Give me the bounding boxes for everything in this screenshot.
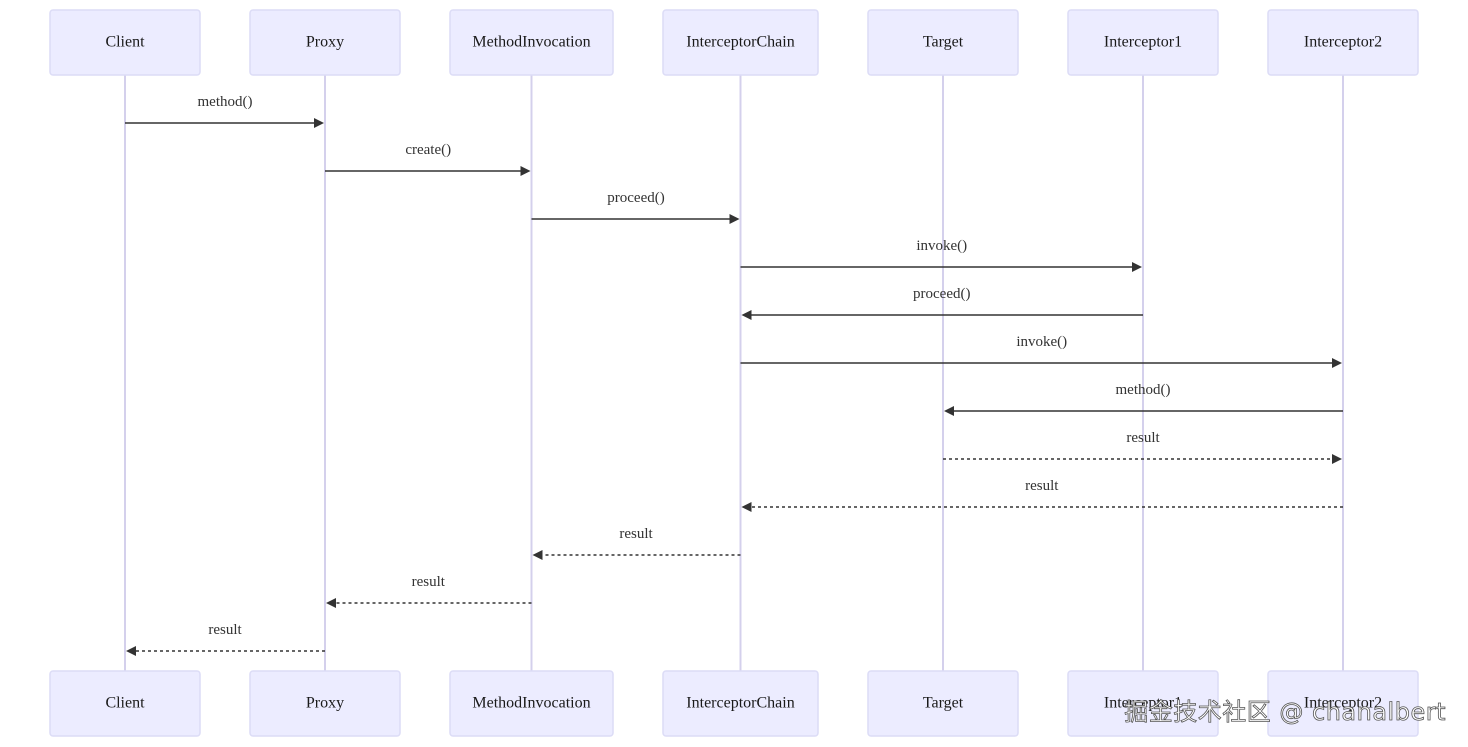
- actors-top: Client Proxy MethodInvocation InterceptorCh…: [49, 9, 1419, 76]
- actor-interceptor2-bottom: Interceptor2: [1267, 670, 1419, 737]
- message-12: result: [126, 622, 325, 656]
- actor-box: [867, 670, 1019, 737]
- actor-label: Interceptor1: [1104, 695, 1182, 712]
- actor-box: [49, 670, 201, 737]
- actor-label: Interceptor2: [1304, 34, 1382, 51]
- message-2: create(): [325, 142, 531, 176]
- actor-interceptorchain-top: InterceptorChain: [662, 9, 819, 76]
- actor-box: [662, 9, 819, 76]
- message-label: invoke(): [1016, 334, 1067, 350]
- messages: method() create() proceed() invoke() proceed…: [125, 94, 1343, 656]
- actor-box: [1267, 670, 1419, 737]
- actor-label: Client: [105, 695, 145, 712]
- message-label: method(): [1116, 382, 1171, 398]
- message-3: proceed(): [531, 190, 740, 224]
- actor-methodinvocation-top: MethodInvocation: [449, 9, 614, 76]
- actor-label: Interceptor2: [1304, 695, 1382, 712]
- arrowhead: [532, 550, 543, 560]
- actor-box: [449, 670, 614, 737]
- actor-label: Proxy: [306, 695, 344, 712]
- arrowhead: [314, 118, 324, 128]
- message-label: result: [1025, 478, 1059, 494]
- message-8: result: [943, 430, 1342, 464]
- message-1: method(): [125, 94, 324, 128]
- message-5: proceed(): [741, 286, 1143, 320]
- message-label: proceed(): [913, 286, 970, 302]
- arrowhead: [741, 310, 752, 320]
- actor-label: Interceptor1: [1104, 34, 1182, 51]
- actor-box: [1067, 670, 1219, 737]
- message-7: method(): [944, 382, 1343, 416]
- message-10: result: [532, 526, 741, 560]
- message-label: result: [412, 574, 446, 590]
- arrowhead: [326, 598, 336, 608]
- actor-client-bottom: Client: [49, 670, 201, 737]
- arrowhead: [729, 214, 740, 224]
- message-9: result: [741, 478, 1343, 512]
- actor-interceptor2-top: Interceptor2: [1267, 9, 1419, 76]
- message-6: invoke(): [740, 334, 1342, 368]
- arrowhead: [1132, 262, 1142, 272]
- actor-label: Target: [923, 34, 964, 51]
- watermark: 掘金技术社区 @ chanalbert: [1124, 698, 1446, 727]
- message-label: create(): [405, 142, 451, 158]
- message-label: method(): [198, 94, 253, 110]
- actor-proxy-top: Proxy: [249, 9, 401, 76]
- actor-box: [249, 670, 401, 737]
- actor-methodinvocation-bottom: MethodInvocation: [449, 670, 614, 737]
- lifelines: [124, 75, 1344, 671]
- actor-interceptor1-top: Interceptor1: [1067, 9, 1219, 76]
- actor-client-top: Client: [49, 9, 201, 76]
- actor-label: MethodInvocation: [472, 695, 590, 712]
- actor-box: [249, 9, 401, 76]
- actor-interceptorchain-bottom: InterceptorChain: [662, 670, 819, 737]
- arrowhead: [520, 166, 531, 176]
- actor-label: MethodInvocation: [472, 34, 590, 51]
- actor-label: Client: [105, 34, 145, 51]
- actor-target-bottom: Target: [867, 670, 1019, 737]
- arrowhead: [126, 646, 136, 656]
- actor-label: InterceptorChain: [686, 695, 794, 712]
- message-label: invoke(): [916, 238, 967, 254]
- actor-label: Proxy: [306, 34, 344, 51]
- actor-box: [662, 670, 819, 737]
- arrowhead: [1332, 454, 1342, 464]
- message-4: invoke(): [740, 238, 1142, 272]
- actor-box: [867, 9, 1019, 76]
- message-label: result: [1126, 430, 1160, 446]
- arrowhead: [1332, 358, 1342, 368]
- actor-box: [1267, 9, 1419, 76]
- message-label: result: [619, 526, 653, 542]
- arrowhead: [741, 502, 752, 512]
- actor-box: [1067, 9, 1219, 76]
- actor-proxy-bottom: Proxy: [249, 670, 401, 737]
- actor-box: [449, 9, 614, 76]
- actor-interceptor1-bottom: Interceptor1: [1067, 670, 1219, 737]
- actors-bottom: Client Proxy MethodInvocation InterceptorCh…: [49, 670, 1419, 737]
- message-11: result: [326, 574, 532, 608]
- actor-label: Target: [923, 695, 964, 712]
- actor-target-top: Target: [867, 9, 1019, 76]
- actor-label: InterceptorChain: [686, 34, 794, 51]
- actor-box: [49, 9, 201, 76]
- message-label: result: [208, 622, 242, 638]
- arrowhead: [944, 406, 954, 416]
- message-label: proceed(): [607, 190, 664, 206]
